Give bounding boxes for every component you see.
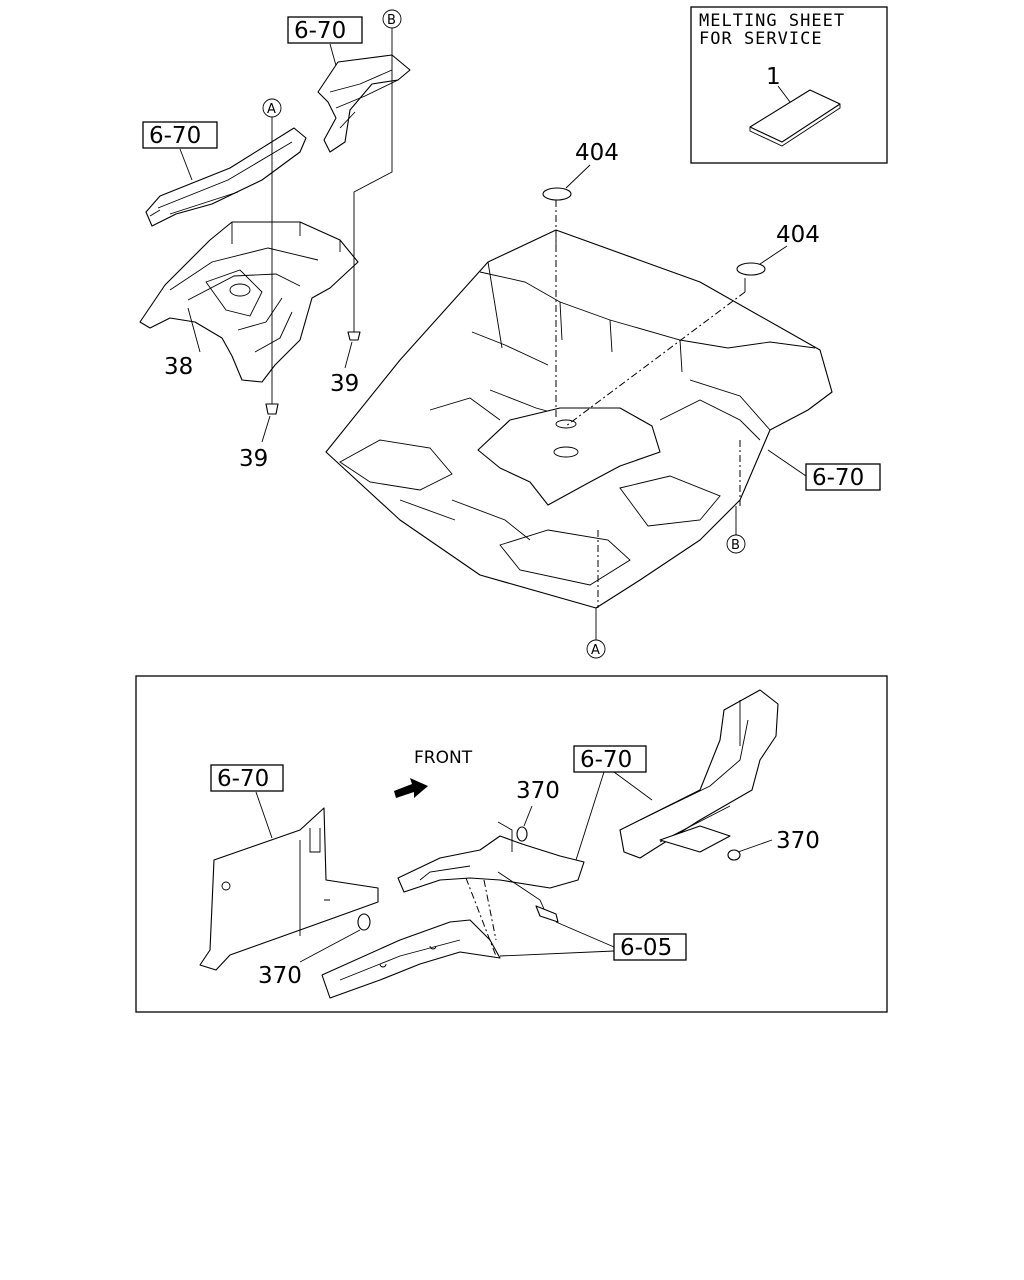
- ref-6-70-upper: 6-70: [294, 18, 346, 44]
- plug-404-left: 404: [542, 140, 619, 201]
- ref-6-70-inset-center: 6-70: [580, 747, 632, 773]
- clip-39-upper: 39: [330, 318, 361, 397]
- reference-b-top: B: [353, 9, 402, 318]
- part-number-404-left: 404: [575, 140, 619, 166]
- melting-sheet-box: MELTING SHEET FOR SERVICE 1: [690, 6, 888, 164]
- reference-b-bottom: B: [726, 506, 746, 554]
- reference-a-top: A: [262, 98, 282, 392]
- point-a-top-label: A: [267, 102, 276, 117]
- melting-sheet-title-line1: MELTING SHEET: [699, 11, 845, 31]
- clip-39-lower: 39: [239, 392, 279, 472]
- part-number-370-center: 370: [516, 778, 560, 804]
- ref-6-70-left: 6-70: [149, 123, 201, 149]
- ref-6-70-right: 6-70: [812, 465, 864, 491]
- part-number-39-lower: 39: [239, 446, 268, 472]
- tunnel-plate-38: 38: [139, 221, 359, 383]
- part-number-1: 1: [766, 64, 781, 90]
- floor-panel-assembly: [325, 200, 833, 609]
- left-rail-bracket: 6-70: [142, 121, 307, 227]
- part-number-370-right: 370: [776, 828, 820, 854]
- part-number-370-left: 370: [258, 963, 302, 989]
- ref-6-70-inset-left: 6-70: [217, 766, 269, 792]
- front-arrow-icon: [394, 778, 428, 798]
- part-number-404-right: 404: [776, 222, 820, 248]
- front-direction-label: FRONT: [414, 748, 473, 768]
- part-number-38: 38: [164, 354, 193, 380]
- point-a-bottom-label: A: [591, 643, 600, 658]
- upper-rail-bracket: 6-70: [287, 16, 411, 153]
- ref-6-70-right-group: 6-70: [767, 449, 881, 491]
- melting-sheet-title-line2: FOR SERVICE: [699, 29, 823, 49]
- plug-404-right: 404: [565, 222, 820, 427]
- point-b-top-label: B: [387, 13, 396, 28]
- reference-a-bottom: A: [586, 608, 606, 659]
- ref-6-05-inset: 6-05: [620, 935, 672, 961]
- point-b-bottom-label: B: [731, 538, 740, 553]
- detail-inset: FRONT 6-70 370 6-70 370 370: [135, 675, 888, 1013]
- part-number-39-upper: 39: [330, 371, 359, 397]
